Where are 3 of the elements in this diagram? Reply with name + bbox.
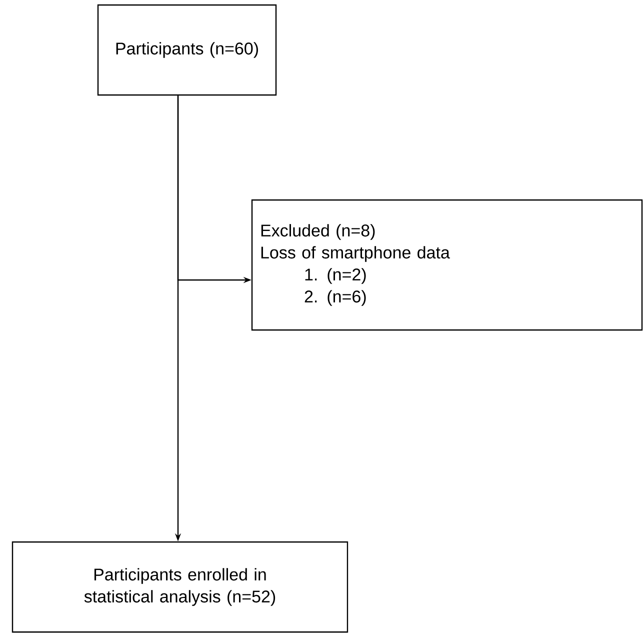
process-box: Participants enrolled in statistical analysis (n=52) xyxy=(12,541,348,633)
process-box: Excluded (n=8) Loss of smartphone data 1. (n=2) 2. (n=6) xyxy=(251,199,643,331)
process-box: Participants (n=60) xyxy=(97,4,277,96)
